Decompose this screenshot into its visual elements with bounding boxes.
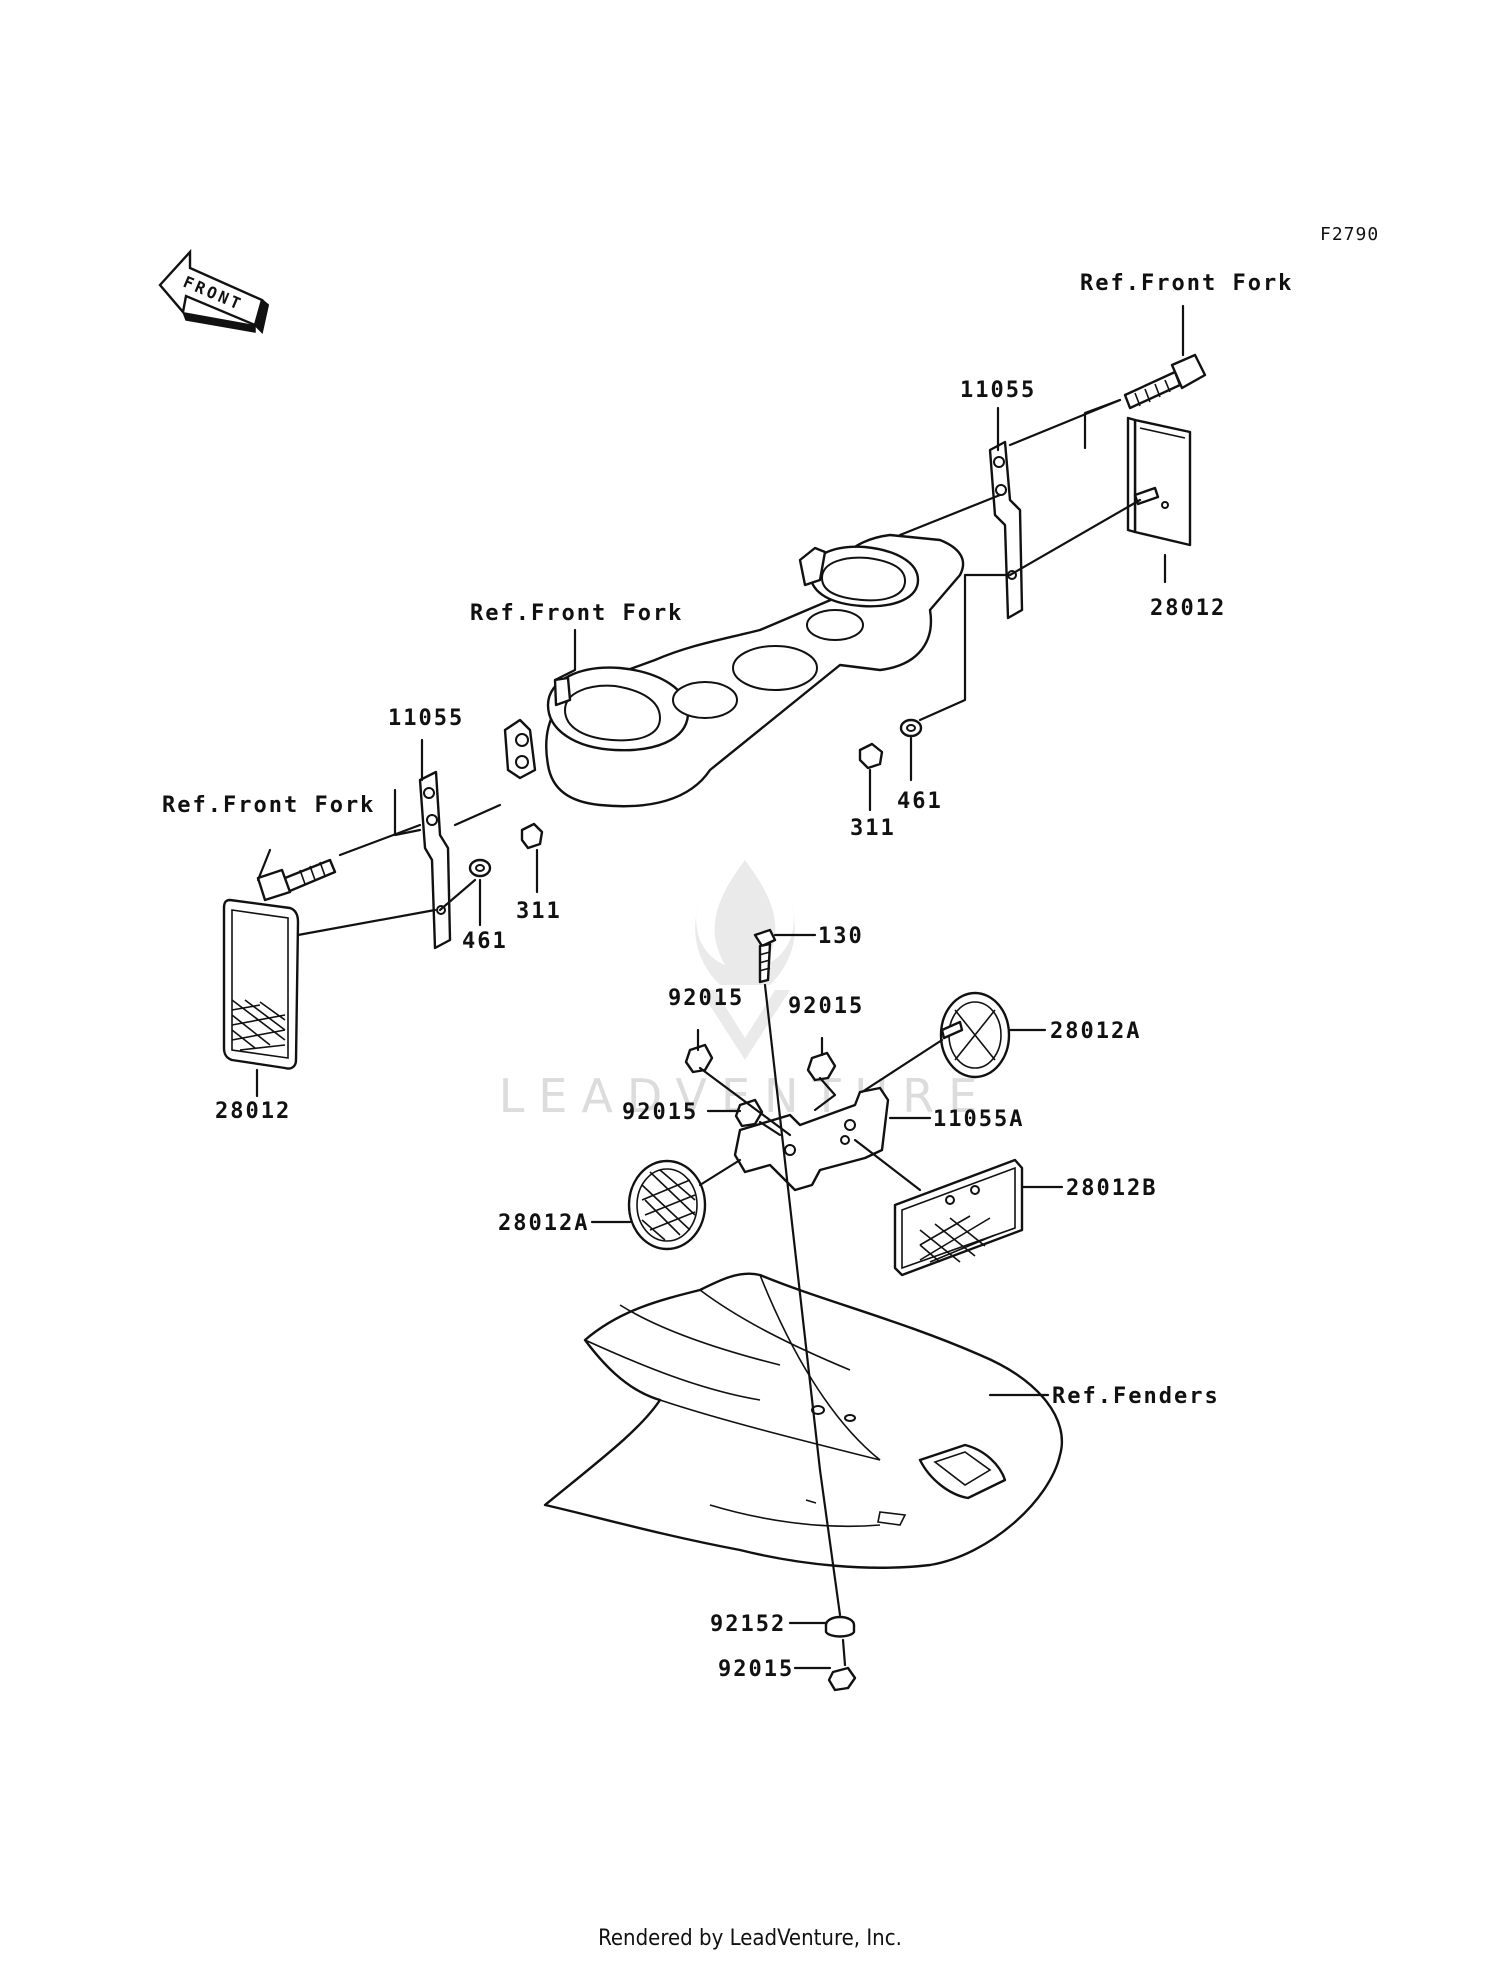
label-461-right: 461 <box>897 789 943 814</box>
label-92015-a: 92015 <box>668 986 744 1011</box>
bolt-130 <box>753 928 777 984</box>
nut-92015-a <box>684 1043 714 1074</box>
nut-92015-c <box>734 1098 764 1128</box>
reflector-28012a-left <box>627 1159 707 1251</box>
callout-leaders <box>255 304 1185 1670</box>
label-28012b: 28012B <box>1066 1176 1157 1201</box>
washer-461-left <box>468 858 492 878</box>
bolt-left <box>256 858 337 902</box>
nut-311-left <box>520 822 544 850</box>
label-11055-right: 11055 <box>960 378 1036 403</box>
reflector-texture <box>919 1215 996 1263</box>
nut-92015-b <box>806 1051 837 1082</box>
label-130: 130 <box>818 924 864 949</box>
label-461-left: 461 <box>462 929 508 954</box>
label-92152: 92152 <box>710 1612 786 1637</box>
diagram-code: F2790 <box>1320 224 1379 245</box>
reflector-28012a-right <box>939 991 1011 1079</box>
reflector-texture <box>641 1169 696 1241</box>
reflector-texture <box>231 999 286 1051</box>
label-11055-left: 11055 <box>388 706 464 731</box>
reflector-28012b <box>893 1158 1024 1277</box>
nut-311-right <box>858 742 884 770</box>
grommet-92152 <box>824 1615 856 1638</box>
label-28012a-left: 28012A <box>498 1211 589 1236</box>
label-ref-front-fork-mid: Ref.Front Fork <box>470 601 683 626</box>
label-92015-b: 92015 <box>788 994 864 1019</box>
bolt-right <box>1123 353 1207 410</box>
label-92015-bottom: 92015 <box>718 1657 794 1682</box>
nut-92015-bottom <box>827 1666 857 1692</box>
label-ref-fenders: Ref.Fenders <box>1052 1384 1220 1409</box>
label-ref-front-fork-top: Ref.Front Fork <box>1080 271 1293 296</box>
footer-credit: Rendered by LeadVenture, Inc. <box>598 1926 902 1951</box>
label-311-right: 311 <box>850 816 896 841</box>
label-92015-c: 92015 <box>622 1100 698 1125</box>
callout-labels: Ref.Front Fork 11055 28012 Ref.Front For… <box>162 271 1293 1682</box>
washer-461-right <box>899 718 923 738</box>
label-28012-left: 28012 <box>215 1099 291 1124</box>
reflector-28012-right <box>1126 416 1192 547</box>
label-311-left: 311 <box>516 899 562 924</box>
bracket-left <box>418 770 452 950</box>
label-28012-right: 28012 <box>1150 596 1226 621</box>
assembly-lines <box>296 398 1142 1667</box>
triple-clamp <box>503 533 965 808</box>
label-11055a: 11055A <box>933 1107 1024 1132</box>
front-arrow-icon: FRONT <box>158 248 270 334</box>
front-fender <box>543 1272 1064 1569</box>
label-ref-front-fork-left: Ref.Front Fork <box>162 793 375 818</box>
reflector-28012-left <box>222 898 300 1070</box>
watermark-logo: LEADVENTURE <box>499 860 977 1123</box>
bracket-right <box>988 440 1024 620</box>
label-28012a-right: 28012A <box>1050 1019 1141 1044</box>
